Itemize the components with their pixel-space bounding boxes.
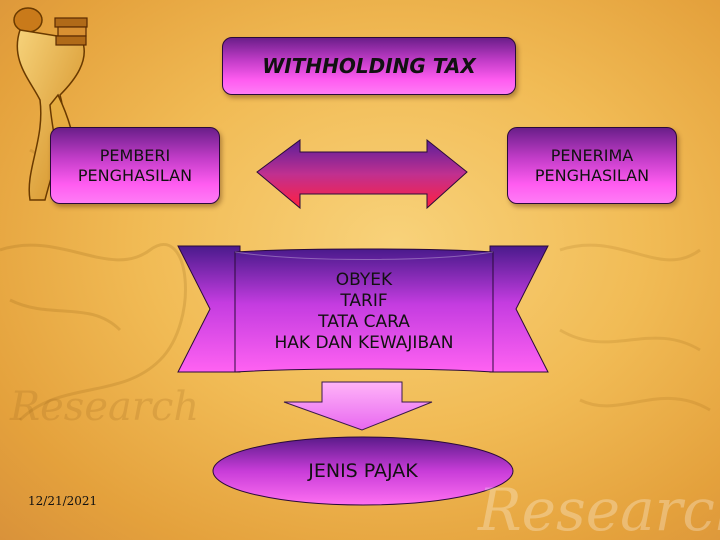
receiver-line-1: PENERIMA: [550, 146, 634, 166]
watermark-text: Research: [477, 476, 720, 540]
content-scroll-panel: [177, 245, 549, 373]
content-list: OBYEK TARIF TATA CARA HAK DAN KEWAJIBAN: [235, 252, 493, 372]
giver-line-1: PEMBERI: [99, 146, 171, 166]
result-ellipse: [212, 436, 514, 506]
result-label-container: JENIS PAJAK: [212, 436, 514, 506]
content-item-rights-obligations: HAK DAN KEWAJIBAN: [274, 333, 454, 354]
content-item-rate: TARIF: [340, 290, 388, 311]
watermark-text-left: Research: [9, 384, 199, 430]
footer-date: 12/21/2021: [28, 494, 98, 508]
title-text: WITHHOLDING TAX: [262, 54, 476, 78]
giver-line-2: PENGHASILAN: [77, 165, 193, 185]
receiver-line-2: PENGHASILAN: [534, 165, 650, 185]
content-item-procedure: TATA CARA: [318, 312, 410, 332]
income-giver-box: PEMBERI PENGHASILAN: [50, 127, 220, 204]
watermark-ornament-right: [559, 243, 711, 412]
title-box: WITHHOLDING TAX: [222, 37, 516, 95]
double-arrow-icon: [256, 138, 468, 210]
income-receiver-box: PENERIMA PENGHASILAN: [507, 127, 677, 204]
content-item-object: OBYEK: [335, 269, 393, 290]
result-label: JENIS PAJAK: [308, 460, 418, 482]
down-arrow-icon: [283, 381, 433, 431]
